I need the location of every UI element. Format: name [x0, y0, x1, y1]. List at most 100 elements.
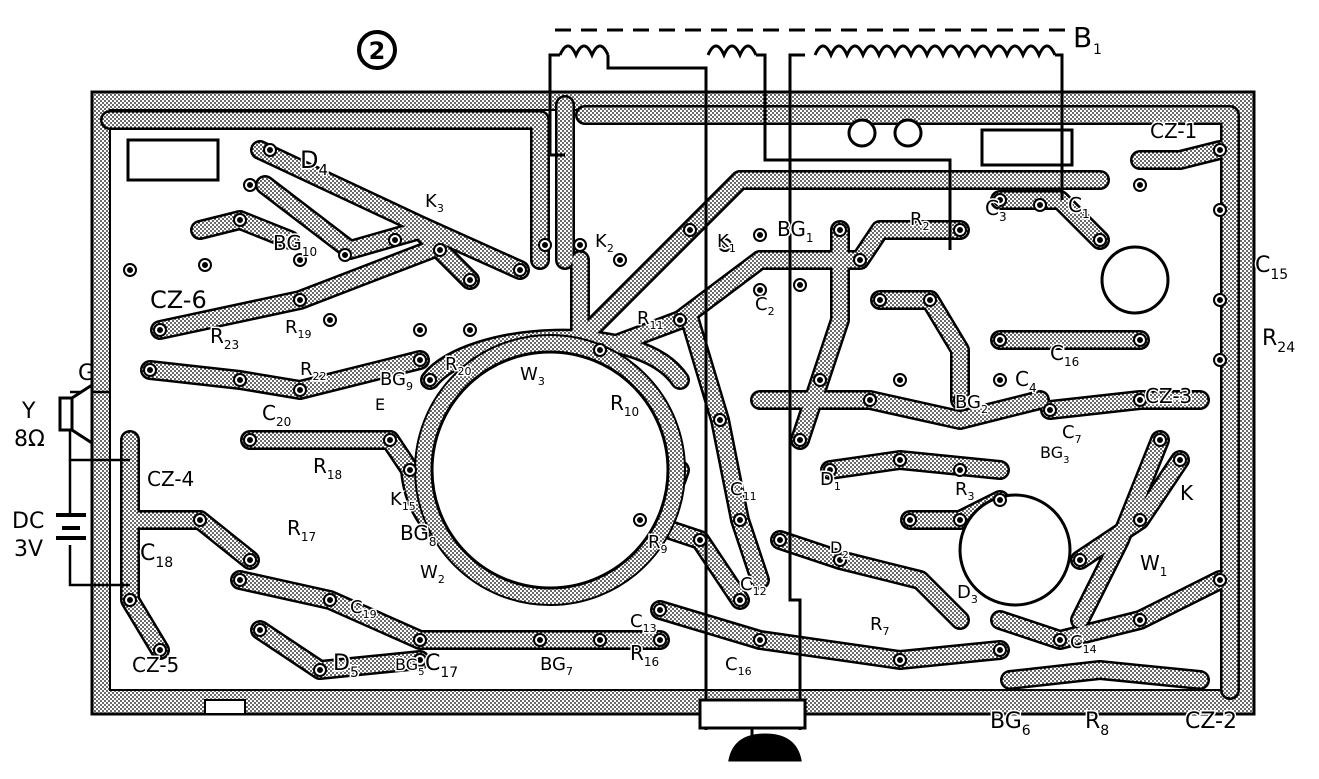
label-subscript: 12: [753, 585, 767, 598]
pad-hole: [757, 232, 763, 238]
svg-text:B: B: [1073, 21, 1092, 54]
label-r20: R20: [445, 354, 472, 378]
label-text: C: [1050, 341, 1064, 365]
pad-hole: [897, 377, 903, 383]
label-bg6: BG6: [990, 709, 1031, 739]
label-r11: R11: [637, 308, 664, 332]
label-bg7: BG7: [540, 654, 573, 678]
label-subscript: 15: [1270, 267, 1288, 283]
pad-hole: [997, 497, 1003, 503]
label-subscript: 5: [350, 665, 359, 681]
pad-hole: [147, 367, 153, 373]
hole-right: [893, 118, 923, 148]
pad-hole: [957, 227, 963, 233]
speaker-label-line2: 8Ω: [14, 427, 45, 452]
battery-label-line1: DC: [12, 509, 44, 534]
label-text: R: [313, 454, 327, 478]
label-c16: C16: [1050, 341, 1079, 369]
label-r19: R19: [285, 317, 312, 341]
label-text: C: [1255, 253, 1270, 278]
pad-hole: [297, 387, 303, 393]
pad-hole: [837, 227, 843, 233]
label-text: K: [595, 231, 608, 252]
label-r17: R17: [287, 516, 316, 544]
pad-hole: [757, 637, 763, 643]
pad-hole: [857, 257, 863, 263]
label-d3: D3: [957, 582, 978, 606]
pad-hole: [427, 377, 433, 383]
label-text: R: [955, 479, 968, 500]
label-cz1: CZ-1: [1150, 119, 1197, 143]
label-subscript: 16: [1064, 355, 1079, 369]
pad-hole: [157, 327, 163, 333]
label-subscript: 7: [1075, 433, 1082, 446]
pad-hole: [297, 257, 303, 263]
label-text: R: [1262, 326, 1277, 351]
pad-hole: [247, 182, 253, 188]
pad-hole: [817, 377, 823, 383]
pad-hole: [637, 517, 643, 523]
pad-hole: [542, 242, 548, 248]
label-subscript: 13: [643, 622, 657, 635]
pad-hole: [1077, 557, 1083, 563]
label-subscript: 16: [644, 655, 659, 669]
label-cz4: CZ-4: [147, 467, 194, 491]
label-d5: D5: [333, 651, 359, 681]
label-subscript: 19: [298, 328, 312, 341]
figure-number: 2: [369, 37, 386, 65]
label-subscript: 3: [437, 202, 444, 215]
label-text: C: [140, 541, 155, 566]
label-c13: C13: [630, 611, 657, 635]
label-text: C: [725, 654, 738, 675]
label-c1: C1: [1068, 193, 1090, 221]
hole-left: [847, 118, 877, 148]
pad-hole: [1177, 457, 1183, 463]
pad-hole: [1217, 357, 1223, 363]
label-c14: C14: [1070, 632, 1097, 656]
pad-hole: [837, 557, 843, 563]
pad-hole: [927, 297, 933, 303]
label-text: BG: [1040, 443, 1063, 462]
pad-hole: [867, 397, 873, 403]
pad-hole: [417, 657, 423, 663]
label-text: D: [820, 469, 834, 490]
pad-hole: [327, 597, 333, 603]
pad-hole: [467, 277, 473, 283]
label-subscript: 9: [661, 543, 668, 556]
pad-hole: [392, 237, 398, 243]
label-subscript: 14: [1083, 643, 1097, 656]
pad-hole: [247, 557, 253, 563]
pad-hole: [237, 377, 243, 383]
label-subscript: 17: [301, 530, 316, 544]
label-c11: C11: [730, 479, 757, 503]
label-subscript: 10: [302, 245, 317, 259]
label-d4: D4: [300, 146, 328, 179]
label-subscript: 24: [1277, 340, 1295, 356]
label-r22: R22: [300, 359, 327, 383]
label-k15: K15: [390, 489, 416, 513]
label-text: R: [445, 354, 458, 375]
pad-hole: [437, 247, 443, 253]
label-text: W: [420, 562, 438, 583]
pad-hole: [907, 517, 913, 523]
label-text: D: [300, 146, 318, 174]
pad-hole: [957, 467, 963, 473]
copper-traces: [100, 95, 1240, 700]
label-text: W: [520, 364, 538, 385]
label-subscript: 23: [224, 338, 239, 352]
pad-hole: [317, 667, 323, 673]
pad-hole: [1217, 297, 1223, 303]
label-text: BG: [955, 392, 981, 413]
pad-hole: [237, 577, 243, 583]
label-subscript: 2: [768, 305, 775, 318]
pad-hole: [827, 467, 833, 473]
volume-disc: [958, 493, 1072, 607]
pad-hole: [1217, 207, 1223, 213]
label-cz6: CZ-6: [150, 286, 207, 314]
label-subscript: 3: [538, 375, 545, 388]
label-text: C: [1068, 193, 1082, 217]
label-text: C: [1070, 632, 1083, 653]
pad-hole: [617, 257, 623, 263]
pad-hole: [1217, 147, 1223, 153]
